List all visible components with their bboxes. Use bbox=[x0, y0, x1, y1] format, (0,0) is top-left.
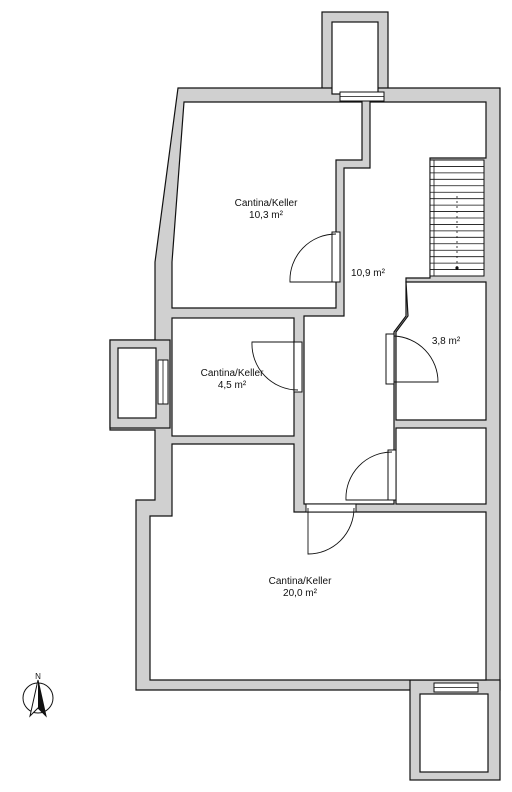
room-cantina-4-5 bbox=[171, 317, 295, 437]
stair-walk-dot bbox=[455, 266, 459, 270]
door-swing-4-5 bbox=[251, 341, 299, 391]
compass-label: N bbox=[35, 672, 41, 681]
windows bbox=[157, 91, 479, 693]
room-floors bbox=[117, 21, 489, 773]
room-area-3-8: 3,8 m² bbox=[432, 336, 461, 347]
room-labels: Cantina/Keller 10,3 m² 10,9 m² 3,8 m² Ca… bbox=[201, 198, 461, 599]
room-3-8 bbox=[395, 281, 487, 421]
door-swing-10-3 bbox=[289, 233, 337, 283]
staircase bbox=[429, 159, 485, 277]
room-name-4-5: Cantina/Keller bbox=[201, 368, 264, 379]
top-lightwell-floor bbox=[331, 21, 379, 95]
door-cantina-4-5 bbox=[293, 341, 303, 393]
room-area-10-3: 10,3 m² bbox=[249, 210, 284, 221]
door-cantina-10-3 bbox=[331, 231, 341, 283]
room-store bbox=[395, 427, 487, 505]
room-area-20-0: 20,0 m² bbox=[283, 588, 318, 599]
north-arrow-icon: N bbox=[22, 672, 54, 718]
door-store bbox=[387, 449, 397, 501]
bottom-lightwell-floor bbox=[419, 693, 489, 773]
doors bbox=[251, 231, 439, 555]
door-cantina-20-0 bbox=[305, 503, 357, 513]
door-swing-store bbox=[345, 451, 393, 501]
room-area-10-9: 10,9 m² bbox=[351, 268, 386, 279]
room-cantina-20-0 bbox=[149, 443, 487, 681]
door-room-3-8 bbox=[385, 333, 395, 385]
door-swing-3-8 bbox=[393, 335, 439, 383]
door-swing-20-0 bbox=[307, 507, 355, 555]
room-corridor-10-9 bbox=[303, 101, 487, 505]
left-lightwell-floor bbox=[117, 347, 157, 419]
room-area-4-5: 4,5 m² bbox=[218, 380, 247, 391]
room-name-10-3: Cantina/Keller bbox=[235, 198, 298, 209]
room-name-20-0: Cantina/Keller bbox=[269, 576, 332, 587]
